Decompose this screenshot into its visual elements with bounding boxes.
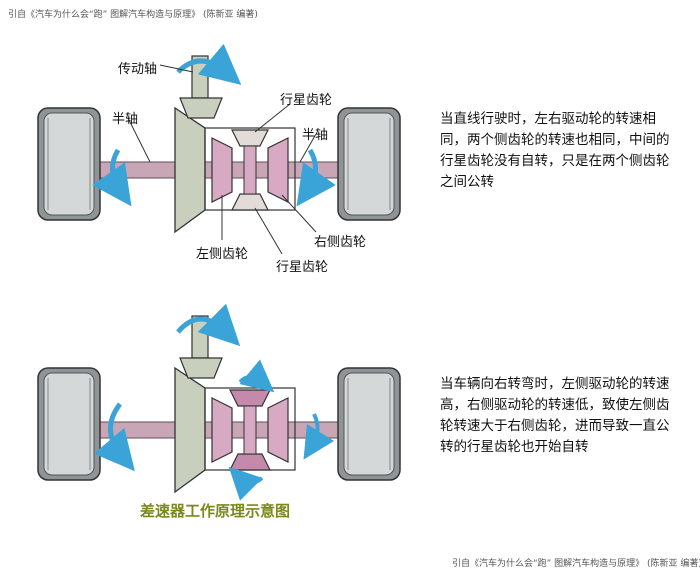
top-left-side-gear (211, 137, 233, 203)
bottom-left-axle-rotation-arrow (93, 402, 135, 472)
top-drive-shaft-rotation-arrow (176, 43, 242, 85)
bottom-planet-upper-spin-arrow (238, 359, 275, 393)
leader-planet-gear-bottom (254, 207, 283, 255)
leader-half-shaft-right (299, 133, 317, 163)
leader-planet-gear-top (254, 103, 291, 133)
bottom-right-axle-rotation-arrow (303, 413, 335, 460)
bottom-left-side-gear (211, 397, 233, 463)
bottom-left-tire (37, 367, 101, 481)
figure-title: 差速器工作原理示意图 (140, 502, 291, 520)
label-drive-shaft: 传动轴 (118, 62, 158, 77)
bottom-planet-pin (243, 405, 257, 455)
top-left-axle-rotation-arrow (92, 148, 132, 207)
leader-half-shaft-left (127, 117, 151, 163)
bottom-planet-gear-lower (229, 453, 271, 471)
bottom-drive-shaft-rotation-arrow (176, 303, 241, 347)
label-right-side-gear: 右侧齿轮 (314, 235, 367, 250)
label-half-shaft-left: 半轴 (112, 112, 139, 127)
bottom-pinion-gear (179, 357, 223, 379)
leader-drive-shaft (159, 64, 194, 73)
top-ring-gear (174, 106, 206, 234)
description-straight-driving: 当直线行驶时，左右驱动轮的转速相同，两个侧齿轮的转速也相同，中间的行星齿轮没有自… (440, 111, 670, 190)
description-right-turn: 当车辆向右转弯时，左侧驱动轮的转速高，右侧驱动轮的转速低，致使左侧齿轮转速大于右… (440, 376, 670, 455)
label-planet-gear-bottom: 行星齿轮 (276, 260, 329, 275)
top-differential (37, 43, 401, 255)
bottom-planet-gear-upper (229, 389, 271, 407)
label-planet-gear-top: 行星齿轮 (280, 93, 333, 108)
top-right-axle-rotation-arrow (296, 148, 336, 207)
bottom-differential (37, 303, 401, 501)
top-right-tire (337, 107, 401, 221)
bottom-right-tire (337, 367, 401, 481)
citation-bottom: 引自《汽车为什么会“跑” 图解汽车构造与原理》 (陈新亚 编著) (452, 559, 700, 569)
top-planet-gear-lower (231, 193, 269, 211)
citation-top: 引自《汽车为什么会“跑” 图解汽车构造与原理》 (陈新亚 编著) (8, 10, 258, 20)
label-left-side-gear: 左侧齿轮 (196, 247, 249, 262)
top-planet-pin (243, 145, 257, 195)
bottom-planet-lower-spin-arrow (228, 466, 264, 501)
bottom-right-side-gear (267, 397, 289, 463)
top-left-tire (37, 107, 101, 221)
bottom-ring-gear (174, 366, 206, 494)
leader-right-side-gear (281, 194, 317, 233)
top-pinion-gear (179, 97, 223, 119)
top-planet-gear-upper (231, 129, 269, 147)
label-half-shaft-right: 半轴 (302, 128, 329, 143)
top-right-side-gear (267, 137, 289, 203)
